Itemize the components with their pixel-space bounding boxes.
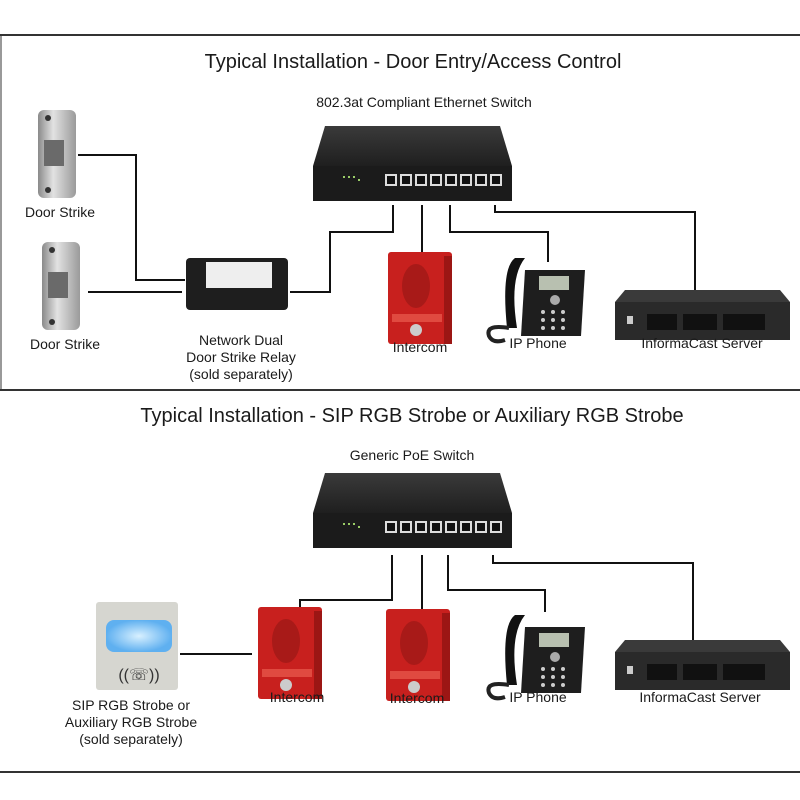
poe-switch-label: Generic PoE Switch [349,447,475,463]
cable-strike1-relay [78,154,185,281]
cable-server-switch [494,205,696,292]
rgb-strobe: ((☏)) [96,602,178,690]
intercom-label: Intercom [392,339,448,355]
cables-section-1 [78,154,696,293]
section-2-title: Typical Installation - SIP RGB Strobe or… [140,405,684,427]
cable-intercom1-switch [299,555,393,615]
cable-relay-switch [290,205,394,293]
cable-phone-switch-2 [447,555,546,612]
cable-server-switch-2 [492,555,694,640]
door-strike-1-label: Door Strike [24,204,96,220]
intercom-1 [258,607,322,699]
ethernet-switch [313,126,512,201]
door-strike-1 [38,110,76,198]
informacast-server-2 [615,640,790,690]
server-label: InformaCast Server [641,335,763,351]
poe-switch [313,473,512,548]
strobe-label: SIP RGB Strobe or Auxiliary RGB Strobe (… [64,697,198,747]
switch-label: 802.3at Compliant Ethernet Switch [316,94,532,110]
intercom-2 [386,609,450,701]
svg-text:((☏)): ((☏)) [118,667,159,684]
cable-phone-switch [449,205,549,262]
ip-phone [486,256,587,344]
intercom-1-label: Intercom [269,689,325,705]
ip-phone-2 [486,613,587,701]
ip-phone-2-label: IP Phone [509,689,567,705]
informacast-server [615,290,790,340]
section-1-title: Typical Installation - Door Entry/Access… [204,51,622,73]
intercom [388,252,452,344]
intercom-2-label: Intercom [389,690,445,706]
door-strike-2 [42,242,80,330]
ip-phone-label: IP Phone [509,335,567,351]
server-2-label: InformaCast Server [639,689,761,705]
door-strike-2-label: Door Strike [29,336,101,352]
relay-label: Network Dual Door Strike Relay (sold sep… [186,332,296,382]
door-strike-relay [186,258,288,310]
